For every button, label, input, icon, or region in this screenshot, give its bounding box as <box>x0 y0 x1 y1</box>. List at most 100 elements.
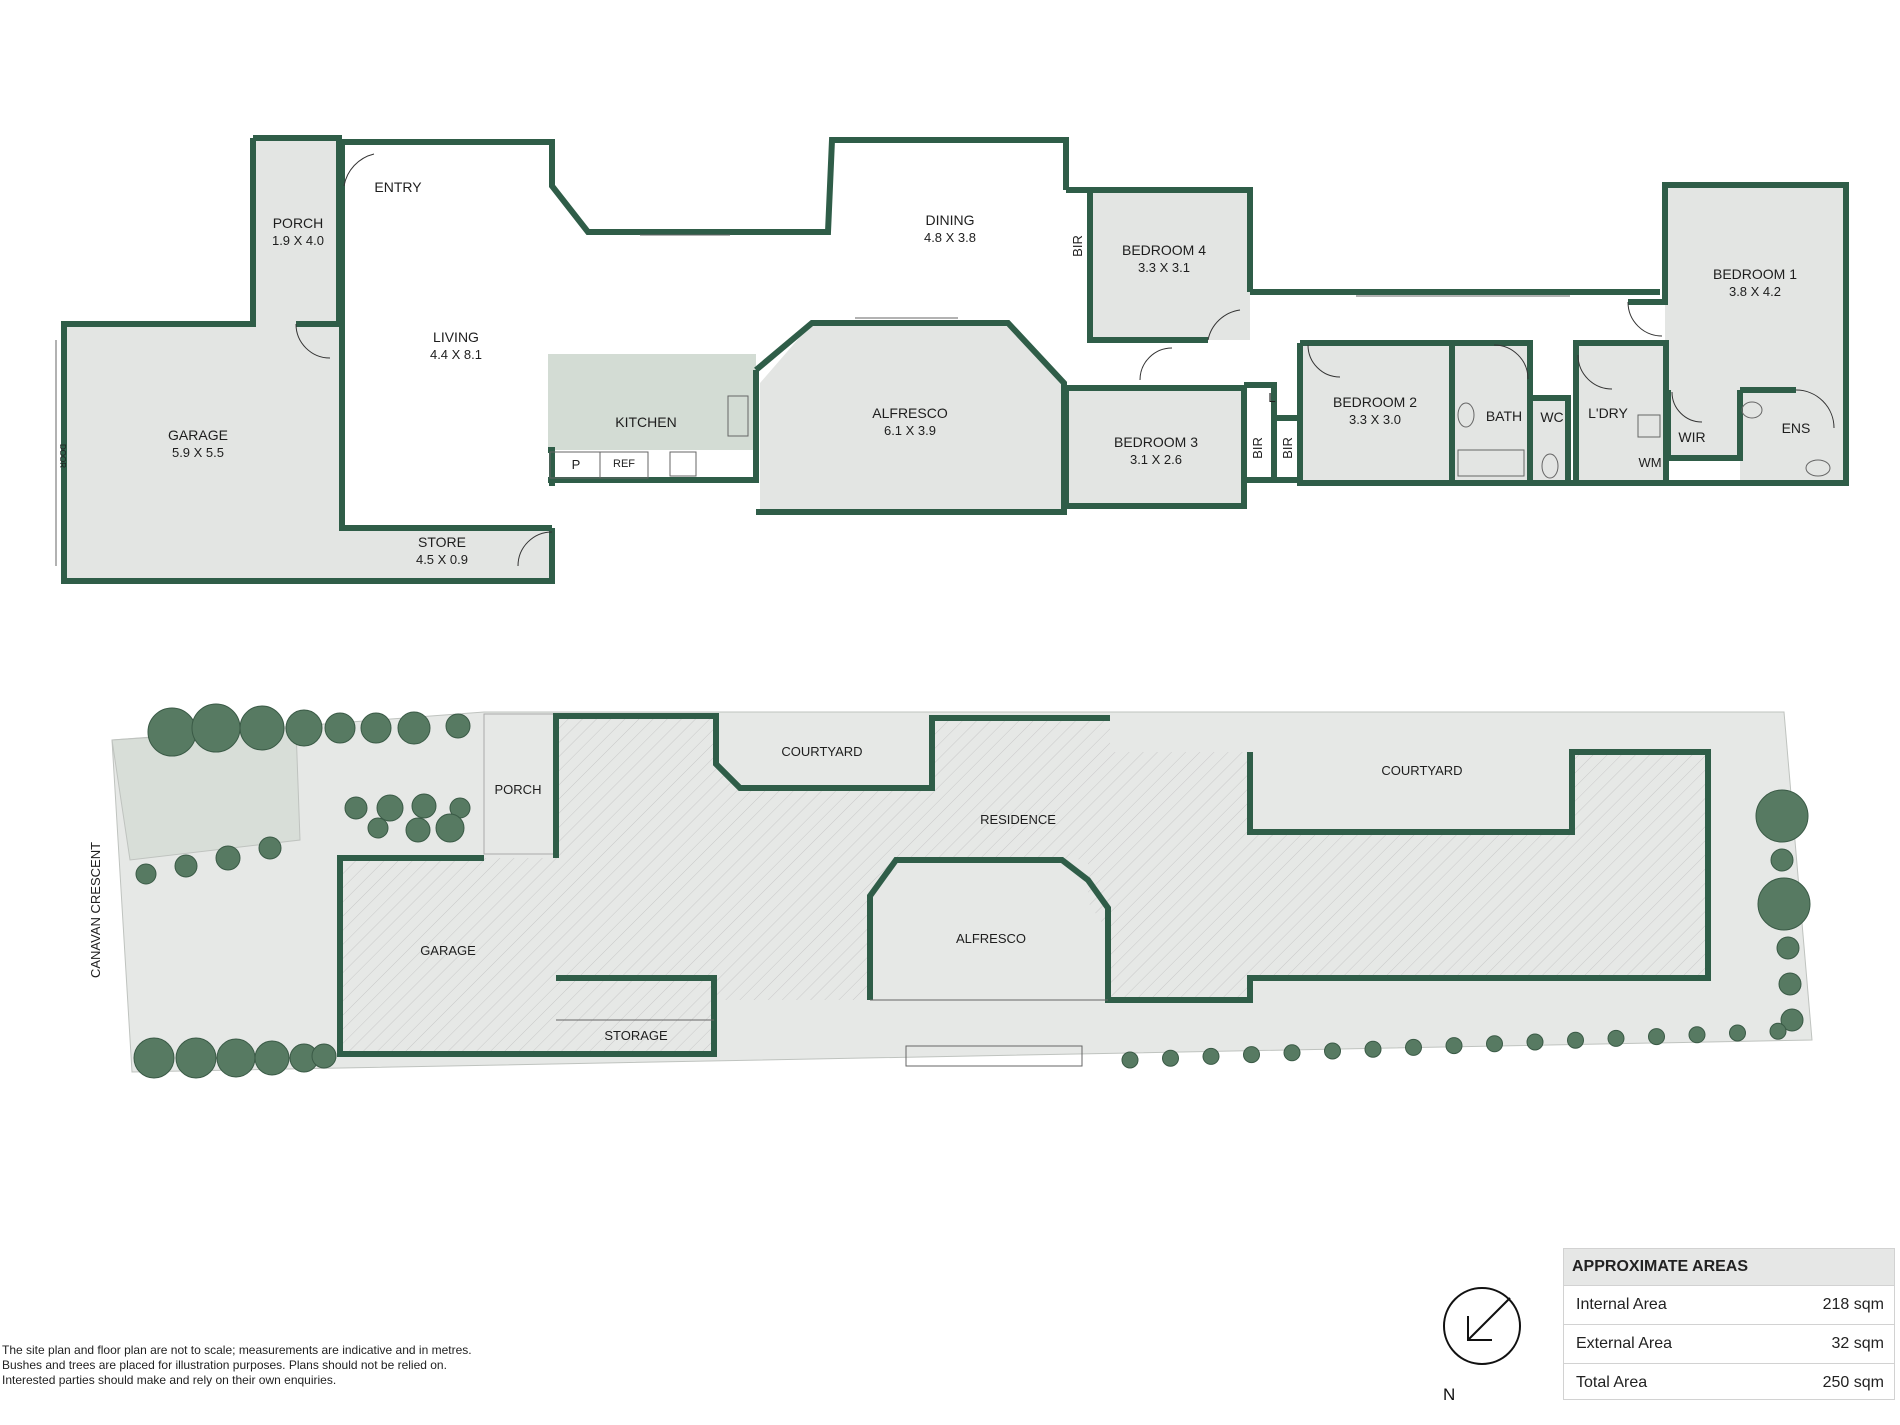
door-bedroom4 <box>1207 309 1241 341</box>
tree <box>397 711 431 745</box>
tree <box>367 817 389 839</box>
door-store <box>517 531 553 567</box>
tree <box>411 793 437 819</box>
label-entry: ENTRY <box>374 179 422 195</box>
fixture-fridge-box <box>599 451 649 479</box>
label-bedroom3: BEDROOM 3 <box>1114 434 1198 450</box>
site-driveway-strip <box>905 1045 1083 1067</box>
tree <box>1770 848 1794 872</box>
fixture-ensuite-toilet <box>1741 401 1763 419</box>
wall-bedroom4 <box>1066 187 1253 292</box>
label-bir4: BIR <box>1070 235 1085 257</box>
site-courtyard-right-label: COURTYARD <box>1381 763 1462 778</box>
tree <box>1776 936 1800 960</box>
door-bath <box>1493 344 1529 380</box>
label-ensuite: ENS <box>1782 420 1811 436</box>
label-kitchen: KITCHEN <box>615 414 676 430</box>
tree <box>311 1043 337 1069</box>
tree <box>344 796 368 820</box>
tree <box>147 707 197 757</box>
label-dining: DINING <box>926 212 975 228</box>
hedge-bush <box>1405 1038 1422 1056</box>
areas-row-internal: Internal Area 218 sqm <box>1564 1285 1894 1324</box>
tree <box>254 1040 290 1076</box>
door-laundry <box>1577 354 1613 390</box>
wall-wc <box>1530 395 1571 483</box>
wall-kitchen-bottom <box>548 370 759 483</box>
hedge-bush <box>1567 1031 1584 1049</box>
tree <box>239 705 285 751</box>
fixture-ensuite-basin <box>1805 459 1831 477</box>
wall-bir3 <box>1244 382 1277 483</box>
wall-porch-left <box>61 138 555 584</box>
tree <box>445 713 471 739</box>
tree <box>191 703 241 753</box>
fixture-laundry-tub <box>1637 414 1661 438</box>
approximate-areas-table: APPROXIMATE AREAS Internal Area 218 sqm … <box>1563 1248 1895 1400</box>
wall-bedroom3 <box>1063 385 1247 509</box>
site-street-label: CANAVAN CRESCENT <box>88 842 103 978</box>
tree <box>405 817 431 843</box>
tree <box>360 712 392 744</box>
floor-plan: ENTRY PORCH 1.9 X 4.0 LIVING 4.4 X 8.1 G… <box>55 135 1849 584</box>
tree <box>258 836 282 860</box>
site-garage <box>340 858 714 1054</box>
tree <box>324 712 356 744</box>
compass: N <box>1443 1287 1521 1404</box>
laundry-area <box>1576 345 1666 483</box>
hedge-bush <box>1445 1037 1463 1055</box>
site-storage-label: STORAGE <box>604 1028 668 1043</box>
site-porch-area <box>483 713 555 855</box>
tree <box>133 1037 175 1079</box>
site-garage-wall <box>337 855 717 1057</box>
tree <box>285 709 323 747</box>
tree <box>1755 789 1809 843</box>
areas-row-total: Total Area 250 sqm <box>1564 1363 1894 1402</box>
tree <box>216 1038 256 1078</box>
label-alfresco: ALFRESCO <box>872 405 948 421</box>
dims-porch: 1.9 X 4.0 <box>272 233 324 248</box>
disclaimer-line: Bushes and trees are placed for illustra… <box>2 1358 447 1372</box>
label-washer: WM <box>1638 455 1661 470</box>
fixture-cooktop <box>669 451 697 477</box>
label-bir2: BIR <box>1280 437 1295 459</box>
areas-title: APPROXIMATE AREAS <box>1564 1249 1894 1285</box>
fixture-bathtub <box>1457 449 1525 477</box>
wall-alfresco <box>754 320 1067 515</box>
hedge-bush <box>1364 1040 1382 1058</box>
label-bath: BATH <box>1486 408 1522 424</box>
hedge-bush <box>1121 1051 1139 1069</box>
site-courtyard-right-wall <box>1105 749 1711 1003</box>
fixture-bath-basin <box>1457 402 1475 428</box>
site-hedge-row <box>1121 1022 1787 1069</box>
hedge-bush <box>1486 1035 1503 1053</box>
dims-store: 4.5 X 0.9 <box>416 552 468 567</box>
site-plan: CANAVAN CRESCENT PORCH COURTYARD COURTYA… <box>88 703 1813 1079</box>
compass-arrow-head <box>1467 1316 1492 1341</box>
site-alfresco-label: ALFRESCO <box>956 931 1026 946</box>
wc-area <box>1530 398 1568 483</box>
label-bedroom2: BEDROOM 2 <box>1333 394 1417 410</box>
disclaimer-line: The site plan and floor plan are not to … <box>2 1343 472 1357</box>
fixture-kitchen-sink <box>727 395 749 437</box>
disclaimer: The site plan and floor plan are not to … <box>2 1343 562 1388</box>
areas-row-label: Total Area <box>1576 1374 1648 1391</box>
door-ensuite <box>1795 389 1835 429</box>
hedge-bush <box>1283 1044 1301 1062</box>
label-fridge: REF <box>613 458 635 470</box>
label-bedroom1: BEDROOM 1 <box>1713 266 1797 282</box>
label-porch: PORCH <box>273 215 324 231</box>
hedge-bush <box>1688 1026 1706 1044</box>
tree <box>174 854 198 878</box>
compass-north-label: N <box>1443 1385 1455 1404</box>
site-courtyard-left-label: COURTYARD <box>781 744 862 759</box>
label-linen: L <box>1268 390 1275 405</box>
dims-bedroom1: 3.8 X 4.2 <box>1729 284 1781 299</box>
tree <box>1780 1008 1804 1032</box>
label-wc: WC <box>1540 409 1563 425</box>
dims-alfresco: 6.1 X 3.9 <box>884 423 936 438</box>
compass-ring <box>1443 1287 1521 1365</box>
hedge-bush <box>1607 1029 1625 1047</box>
store-area <box>342 528 552 581</box>
tree <box>1778 972 1802 996</box>
